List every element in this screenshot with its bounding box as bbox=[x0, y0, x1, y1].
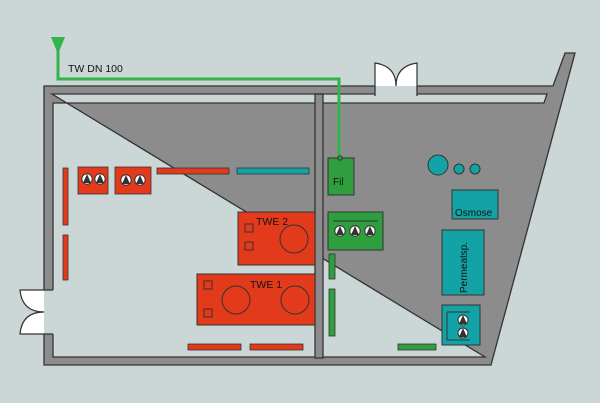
green-bar-1 bbox=[328, 253, 336, 280]
pump-group-2 bbox=[114, 166, 152, 195]
osmosis-unit[interactable]: Osmose bbox=[451, 189, 499, 220]
filter-label: Fil bbox=[333, 177, 344, 188]
filter-unit[interactable]: Fil bbox=[327, 155, 355, 196]
red-bar-top bbox=[156, 167, 230, 175]
pipe-label: TW DN 100 bbox=[68, 63, 123, 75]
red-bar-left-upper bbox=[62, 167, 69, 226]
water-pipe bbox=[56, 50, 341, 158]
pump-group-1 bbox=[77, 166, 109, 195]
green-bar-bottom bbox=[397, 343, 437, 351]
valve-icon bbox=[364, 225, 376, 237]
valve-icon bbox=[457, 327, 469, 339]
valve-icon bbox=[94, 173, 106, 185]
tank-large-icon bbox=[427, 154, 449, 176]
tank-small-icon bbox=[469, 163, 481, 175]
left-door[interactable] bbox=[19, 289, 55, 335]
permeate-pump-unit bbox=[441, 304, 481, 346]
red-bar-bottom-right bbox=[249, 343, 304, 351]
boiler-twe-1-label: TWE 1 bbox=[250, 279, 282, 291]
teal-bar-top bbox=[236, 167, 310, 175]
valve-icon bbox=[334, 225, 346, 237]
red-bar-bottom-left bbox=[187, 343, 242, 351]
valve-icon bbox=[457, 314, 469, 326]
red-bar-left-lower bbox=[62, 234, 69, 281]
tank-small-icon bbox=[453, 163, 465, 175]
top-door[interactable] bbox=[374, 62, 418, 96]
boiler-twe-2-label: TWE 2 bbox=[256, 216, 288, 228]
valve-icon bbox=[120, 174, 132, 186]
valve-icon bbox=[134, 174, 146, 186]
valve-icon bbox=[81, 173, 93, 185]
green-bar-2 bbox=[328, 288, 336, 337]
valve-icon bbox=[349, 225, 361, 237]
boiler-twe-1[interactable]: TWE 1 bbox=[196, 273, 316, 326]
partition-wall bbox=[314, 93, 324, 359]
permeate-label: Permeatsp. bbox=[459, 242, 470, 293]
green-pump-group bbox=[327, 211, 384, 251]
permeate-tank[interactable]: Permeatsp. bbox=[441, 229, 485, 296]
osmosis-label: Osmose bbox=[455, 208, 493, 219]
boiler-twe-2[interactable]: TWE 2 bbox=[237, 211, 316, 266]
pipe-inlet-icon bbox=[51, 37, 65, 54]
